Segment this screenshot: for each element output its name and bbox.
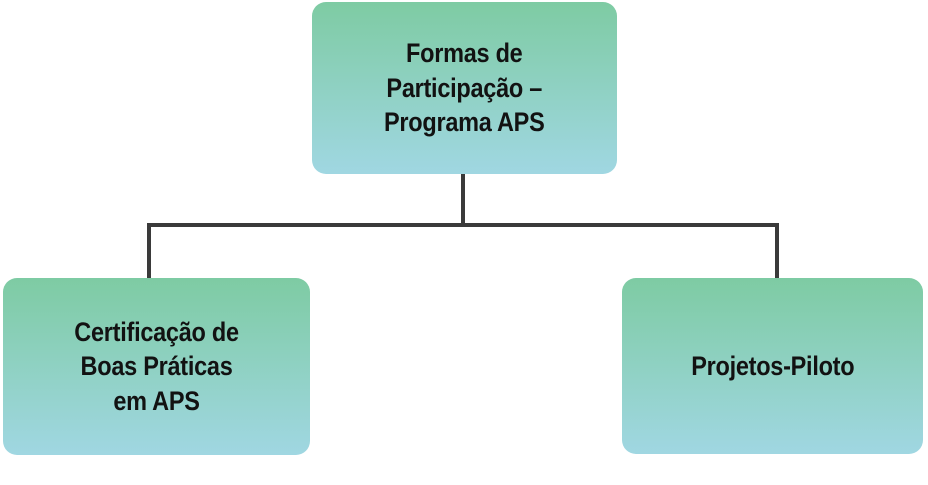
label-line: Participação –: [386, 72, 543, 103]
label-line: Boas Práticas: [80, 351, 233, 382]
connector-horizontal-bar: [147, 223, 779, 227]
node-formas-de-participacao: Formas de Participação – Programa APS: [312, 2, 617, 174]
label-line: Certificação de: [74, 316, 239, 347]
node-certificacao-boas-praticas: Certificação de Boas Práticas em APS: [3, 278, 310, 455]
label-line: em APS: [113, 385, 200, 416]
node-projetos-piloto: Projetos-Piloto: [622, 278, 923, 454]
connector-drop-left: [147, 223, 151, 278]
label-line: Formas de: [406, 38, 523, 69]
node-certificacao-boas-praticas-label: Certificação de Boas Práticas em APS: [74, 315, 239, 419]
label-line: Projetos-Piloto: [690, 350, 855, 381]
connector-root-stem: [461, 174, 465, 227]
node-formas-de-participacao-label: Formas de Participação – Programa APS: [384, 36, 545, 140]
node-projetos-piloto-label: Projetos-Piloto: [691, 349, 854, 384]
label-line: Programa APS: [384, 107, 545, 138]
connector-drop-right: [775, 223, 779, 278]
